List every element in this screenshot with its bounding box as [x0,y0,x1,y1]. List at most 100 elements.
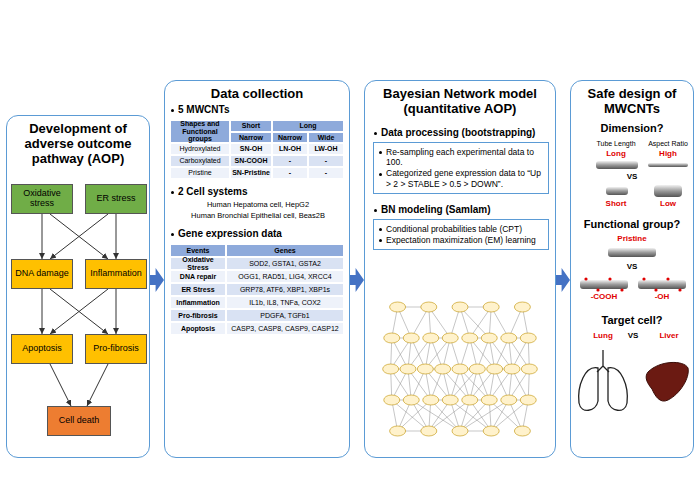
step-box: BN modeling (Samlam) Conditional probabil… [373,204,549,250]
network-node [483,302,499,312]
network-node [462,333,478,343]
network-node [421,426,437,436]
network-node [452,302,468,312]
network-node [452,364,468,374]
network-node [435,364,451,374]
table-cell: DNA repair [170,270,226,283]
network-node [384,395,400,405]
trachea [597,350,609,372]
table-cell: SN-Pristine [230,167,272,179]
step-heading: Data processing (bootstrapping) [373,127,549,139]
group-dot [584,277,587,280]
table-cell: Genes [226,244,344,257]
group-dot [608,277,611,280]
group-dot [596,288,599,291]
short-tube [606,187,628,195]
network-node [403,333,419,343]
liver-icon [646,362,688,401]
group-dot [666,277,669,280]
network-node [501,395,517,405]
design-question: Target cell? [570,314,694,326]
group-dot [642,277,645,280]
pristine-tube [608,248,656,257]
network-node [481,395,497,405]
network-node [423,395,439,405]
pathway-arrow [50,289,108,334]
table-cell: Short [230,120,272,132]
table-cell: ER Stress [170,283,226,296]
pathway-arrow [50,364,71,406]
pathway-arrow [50,214,108,259]
functional-group-dots [584,277,681,291]
network-node [462,395,478,405]
option-label: -COOH [578,293,630,302]
network-node [384,333,400,343]
table-cell: SN-COOH [230,155,272,167]
panel-title: Safe design of MWCNTs [571,81,693,117]
event-box: ER stress [85,184,147,214]
bullet-box: Re-sampling each experimental data to 10… [373,142,549,194]
table-cell: - [272,167,308,179]
table-cell: Oxidative Stress [170,257,226,270]
bullet-heading: 5 MWCNTs [170,104,346,115]
table-cell: PDGFA, TGFb1 [226,309,344,322]
cell-system: Human Hepatoma cell, HepG2 [168,201,348,209]
table-cell: LW-OH [308,143,344,155]
table-cell: LN-OH [272,143,308,155]
bullet-text: Re-sampling each experimental data to 10… [378,147,544,167]
event-label: Apoptosis [22,344,62,354]
pathway-arrow [87,364,108,406]
table-cell: - [308,167,344,179]
network-link [460,307,489,338]
event-box: Inflammation [85,259,147,289]
cell-system: Human Bronchial Epithelial cell, Beas2B [168,212,348,220]
network-node [403,395,419,405]
event-label: DNA damage [15,269,69,279]
stage-arrow [350,268,364,292]
network-node [514,426,530,436]
network-node [442,395,458,405]
long-tube [596,161,638,169]
table-cell: Hydroxylated [170,143,230,155]
bullet-text: Conditional probabilities table (CPT) [378,224,544,234]
event-label: Cell death [59,416,100,426]
network-node [390,426,406,436]
network-node [423,333,439,343]
event-label: Pro-fibrosis [93,344,139,354]
axis-label: Tube Length [590,140,642,148]
table-cell: Carboxylated [170,155,230,167]
group-dot [620,288,623,291]
network-node [483,426,499,436]
network-node [469,364,485,374]
event-label: Oxidative stress [14,189,70,209]
network-node [521,364,537,374]
network-node [514,302,530,312]
table-cell: Apoptosis [170,322,226,335]
event-box: Oxidative stress [11,184,73,214]
network-node [520,333,536,343]
network-node [481,333,497,343]
low-aspect-tube [654,185,682,197]
table-cell: - [308,155,344,167]
option-label: Lung [578,332,628,341]
step-heading: BN modeling (Samlam) [373,204,549,216]
event-box: Pro-fibrosis [85,334,147,364]
group-dot [654,288,657,291]
option-label: Long [590,150,642,159]
pathway-arrow [42,214,43,259]
option-label: Short [590,200,642,209]
versus-label: VS [610,263,654,272]
high-aspect-tube [648,163,688,167]
table-cell: SN-OH [230,143,272,155]
bullet-box: Conditional probabilities table (CPT)Exp… [373,219,549,250]
network-node [417,364,433,374]
oh-tube [638,280,686,289]
versus-label: VS [610,173,654,182]
network-node [501,333,517,343]
network-node [383,364,399,374]
table-cell: Wide [308,132,344,143]
event-box: Apoptosis [11,334,73,364]
table-cell: Pristine [170,167,230,179]
network-node [390,302,406,312]
table-cell: GRP78, ATF6, XBP1, XBP1s [226,283,344,296]
